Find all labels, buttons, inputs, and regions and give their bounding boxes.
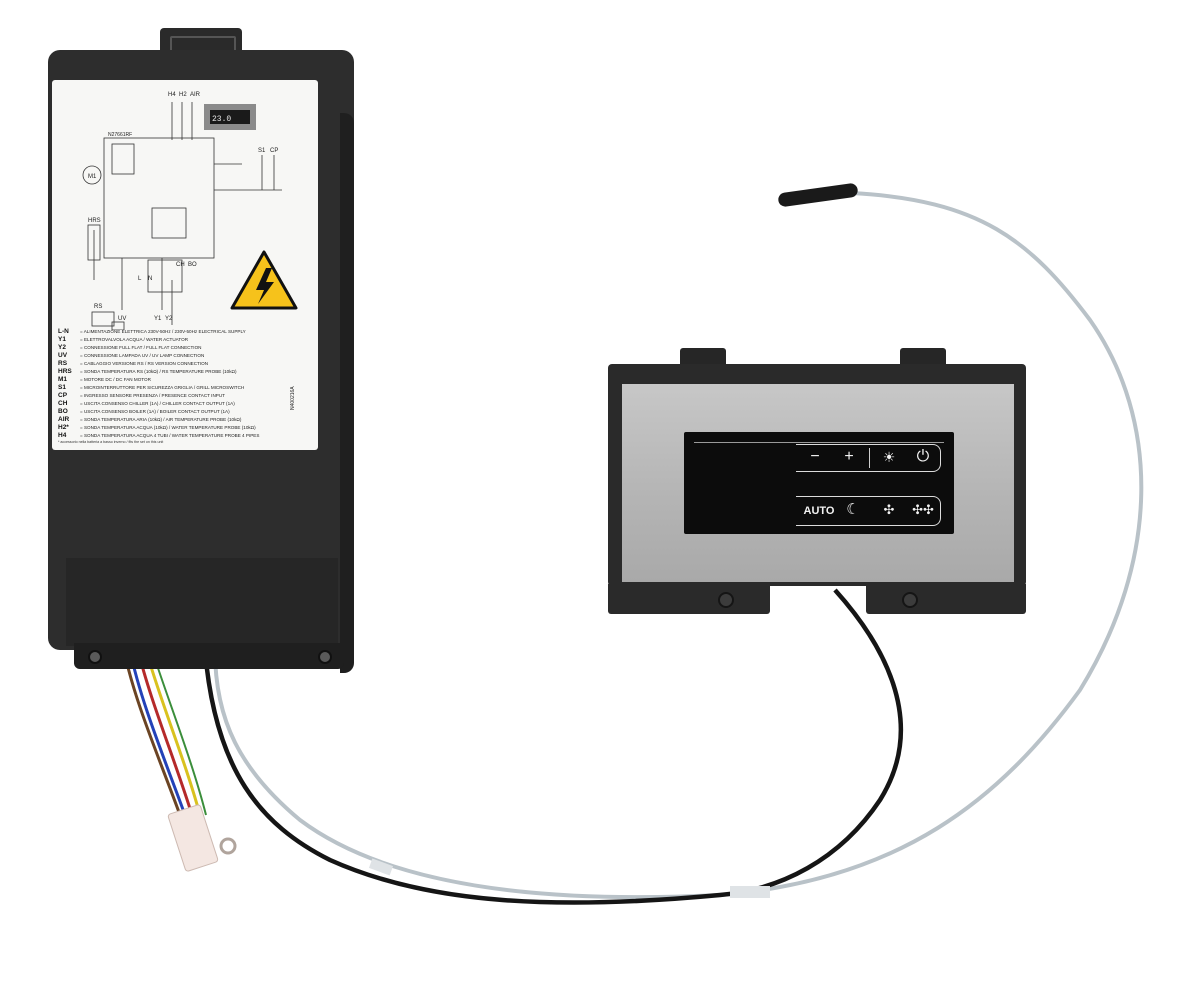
legend-row: UV = CONNESSIONE LAMPADA UV / UV LAMP CON… xyxy=(58,351,296,359)
mounting-hole xyxy=(88,650,102,664)
label-y1: Y1 xyxy=(154,316,162,322)
fan-low-button[interactable]: ✣ xyxy=(883,502,895,517)
label-l: L xyxy=(138,276,142,282)
label-y2: Y2 xyxy=(165,316,173,322)
legend-row: M1 = MOTORE DC / DC FAN MOTOR xyxy=(58,375,296,383)
screw xyxy=(902,592,918,608)
legend-code: M1 xyxy=(58,375,68,383)
minus-button[interactable]: − xyxy=(810,448,820,465)
panel-cable-black xyxy=(202,588,904,905)
wiring-legend: L-N = ALIMENTAZIONE ELETTRICA 230V-50Hz /… xyxy=(58,327,296,445)
legend-code: Y1 xyxy=(58,335,66,343)
auto-button[interactable]: AUTO xyxy=(803,505,835,517)
light-button[interactable]: ☀ xyxy=(882,449,896,465)
legend-text: = USCITA CONSENSO BOILER (1A) / BOILER C… xyxy=(80,408,230,414)
legend-text: = MICROINTERRUTTORE PER SICUREZZA GRIGLI… xyxy=(80,384,245,390)
label-rs: RS xyxy=(94,304,102,310)
legend-row: S1 = MICROINTERRUTTORE PER SICUREZZA GRIG… xyxy=(58,383,296,391)
legend-text: = CONNESSIONE LAMPADA UV / UV LAMP CONNE… xyxy=(80,352,205,358)
label-uv: UV xyxy=(118,316,126,322)
high-voltage-warning-icon xyxy=(230,250,298,310)
legend-code: HRS xyxy=(58,367,72,375)
label-m1: M1 xyxy=(88,174,97,180)
legend-row: HRS = SONDA TEMPERATURA RS (10kΩ) / RS TE… xyxy=(58,367,296,375)
control-box: 23.0 H4 H2 AIR S1 CP M1 HRS UV RS CH BO … xyxy=(48,28,358,678)
wall-control-panel: − + ☀ ⏻ AUTO ☾ ✣ ✣✣ xyxy=(608,348,1026,616)
part-number: N400216A xyxy=(290,386,296,410)
label-n: N xyxy=(148,276,152,282)
legend-row: Y1 = ELETTROVALVOLA ACQUA / WATER ACTUATO… xyxy=(58,335,296,343)
legend-text: = SONDA TEMPERATURA ACQUA 4 TUBI / WATER… xyxy=(80,432,260,438)
legend-code: CH xyxy=(58,399,68,407)
legend-row: RS = CABLAGGIO VERSIONE RS / RS VERSION C… xyxy=(58,359,296,367)
legend-note: * accessorio nella batteria a basso inve… xyxy=(58,440,164,444)
legend-text: = MOTORE DC / DC FAN MOTOR xyxy=(80,376,151,382)
label-board-code: N27661RF xyxy=(108,132,132,138)
legend-code: UV xyxy=(58,351,68,359)
label-ch: CH xyxy=(176,262,185,268)
mounting-hole xyxy=(318,650,332,664)
legend-code: RS xyxy=(58,359,68,367)
legend-code: AIR xyxy=(58,415,70,423)
plus-button[interactable]: + xyxy=(844,448,854,465)
wiring-diagram: 23.0 H4 H2 AIR S1 CP M1 HRS UV RS CH BO … xyxy=(82,92,298,330)
top-key-strip xyxy=(796,444,941,472)
wiring-label: 23.0 H4 H2 AIR S1 CP M1 HRS UV RS CH BO … xyxy=(52,80,318,450)
legend-text: = SONDA TEMPERATURA ACQUA (10kΩ) / WATER… xyxy=(80,424,256,430)
label-h4: H4 xyxy=(168,92,176,98)
panel-base-right xyxy=(866,584,1026,614)
legend-row: CP = INGRESSO SENSORE PRESENZA / PRESENCE… xyxy=(58,391,296,399)
cable-tape xyxy=(730,886,770,898)
legend-row: L-N = ALIMENTAZIONE ELETTRICA 230V-50Hz /… xyxy=(58,327,296,335)
legend-text: = SONDA TEMPERATURA RS (10kΩ) / RS TEMPE… xyxy=(80,368,237,374)
legend-code: L-N xyxy=(58,327,69,335)
legend-code: H4 xyxy=(58,431,67,439)
legend-row: Y2 = CONNESSIONE FULL FLAT / FULL FLAT CO… xyxy=(58,343,296,351)
legend-text: = ELETTROVALVOLA ACQUA / WATER ACTUATOR xyxy=(80,336,189,342)
legend-row: H2* = SONDA TEMPERATURA ACQUA (10kΩ) / WA… xyxy=(58,423,296,431)
legend-text: = USCITA CONSENSO CHILLER (1A) / CHILLER… xyxy=(80,400,235,406)
control-box-lower-cover xyxy=(66,558,338,646)
control-box-foot xyxy=(74,643,344,669)
legend-code: H2* xyxy=(58,423,69,431)
legend-text: = INGRESSO SENSORE PRESENZA / PRESENCE C… xyxy=(80,392,225,398)
screw xyxy=(718,592,734,608)
legend-text: = ALIMENTAZIONE ELETTRICA 230V-50Hz / 23… xyxy=(80,328,246,334)
legend-text: = SONDA TEMPERATURA ARIA (10kΩ) / AIR TE… xyxy=(80,416,242,422)
label-cp: CP xyxy=(270,148,278,154)
power-button[interactable]: ⏻ xyxy=(916,448,930,465)
display-line xyxy=(694,442,944,443)
legend-row: BO = USCITA CONSENSO BOILER (1A) / BOILER… xyxy=(58,407,296,415)
legend-code: S1 xyxy=(58,383,66,391)
legend-row: AIR = SONDA TEMPERATURA ARIA (10kΩ) / AIR… xyxy=(58,415,296,423)
legend-row: H4 = SONDA TEMPERATURA ACQUA 4 TUBI / WAT… xyxy=(58,431,296,439)
bottom-key-strip xyxy=(796,496,941,526)
label-bo: BO xyxy=(188,262,197,268)
label-hrs: HRS xyxy=(88,218,101,224)
wire-connector xyxy=(167,804,219,872)
touch-display: − + ☀ ⏻ AUTO ☾ ✣ ✣✣ xyxy=(684,432,954,534)
control-box-side xyxy=(340,113,354,673)
label-h2: H2 xyxy=(179,92,187,98)
legend-code: CP xyxy=(58,391,68,399)
night-mode-button[interactable]: ☾ xyxy=(846,501,860,518)
legend-text: = CABLAGGIO VERSIONE RS / RS VERSION CON… xyxy=(80,360,209,366)
legend-code: BO xyxy=(58,407,68,415)
probe-cable-grey xyxy=(213,191,1144,900)
cable-tape xyxy=(368,858,394,876)
temperature-probe xyxy=(778,183,858,207)
key-divider xyxy=(869,448,870,468)
screen-readout: 23.0 xyxy=(212,115,231,124)
fan-high-button[interactable]: ✣✣ xyxy=(912,502,934,517)
legend-text: = CONNESSIONE FULL FLAT / FULL FLAT CONN… xyxy=(80,344,202,350)
ring-terminal xyxy=(219,837,237,855)
legend-code: Y2 xyxy=(58,343,66,351)
legend-row: CH = USCITA CONSENSO CHILLER (1A) / CHILL… xyxy=(58,399,296,407)
label-air: AIR xyxy=(190,92,201,98)
label-s1: S1 xyxy=(258,148,266,154)
panel-base-left xyxy=(608,584,770,614)
